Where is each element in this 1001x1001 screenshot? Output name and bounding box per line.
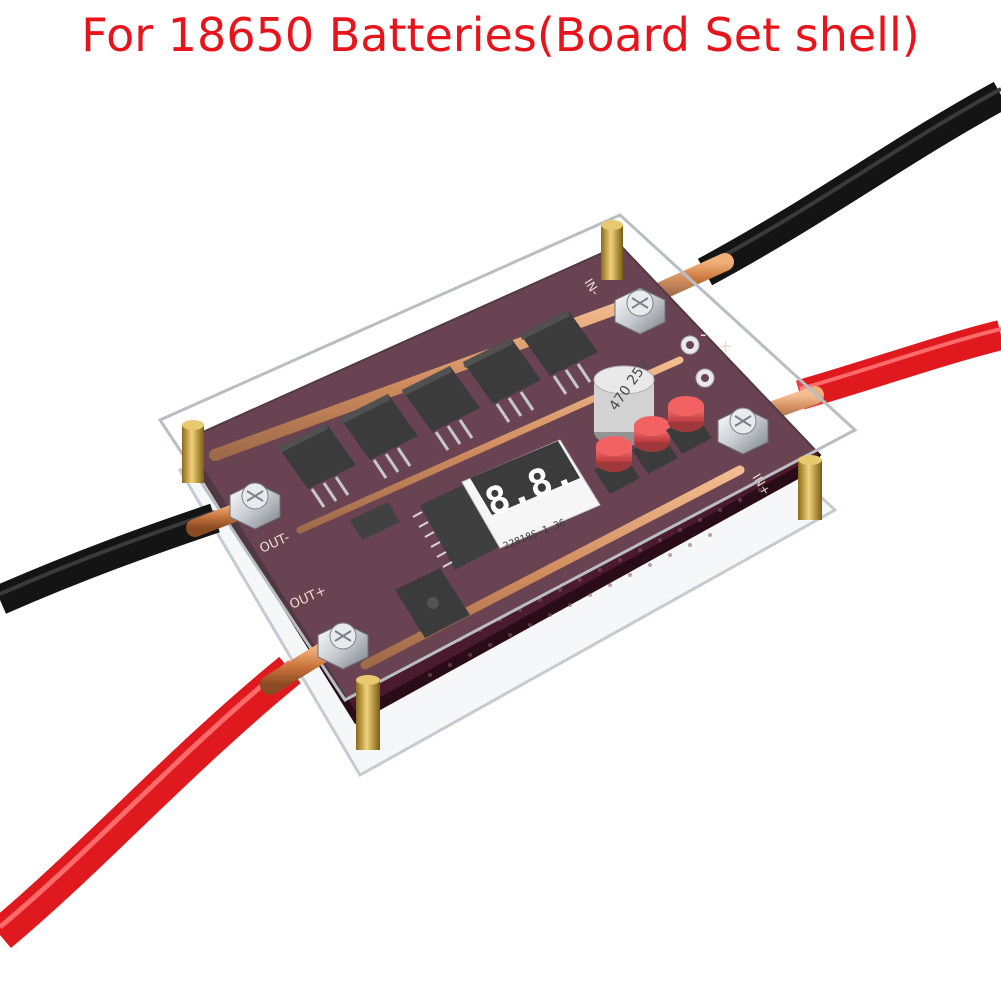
black-wire-left	[0, 496, 264, 614]
bolt-top-right	[614, 287, 666, 335]
brass-standoffs	[182, 220, 822, 750]
bolt-right	[717, 407, 769, 455]
bolt-left	[229, 482, 281, 530]
silk-plus: +	[718, 336, 733, 357]
top-acrylic-plate	[157, 213, 858, 702]
button-3	[666, 396, 712, 454]
mosfet-row	[278, 310, 598, 508]
button-2	[632, 416, 678, 474]
smd-chip-small	[350, 502, 400, 540]
control-buttons	[594, 396, 712, 494]
silk-minus: -	[700, 324, 707, 345]
red-wire-bottom-left	[0, 638, 340, 949]
terminal-bolts	[229, 287, 769, 670]
buzzer	[395, 568, 470, 638]
button-1	[594, 436, 640, 494]
product-title: For 18650 Batteries(Board Set shell)	[81, 8, 920, 62]
black-wire-top-right	[641, 81, 1001, 305]
bolt-bottom-left	[317, 622, 369, 670]
electrolytic-capacitor: 470 25V	[593, 356, 655, 446]
